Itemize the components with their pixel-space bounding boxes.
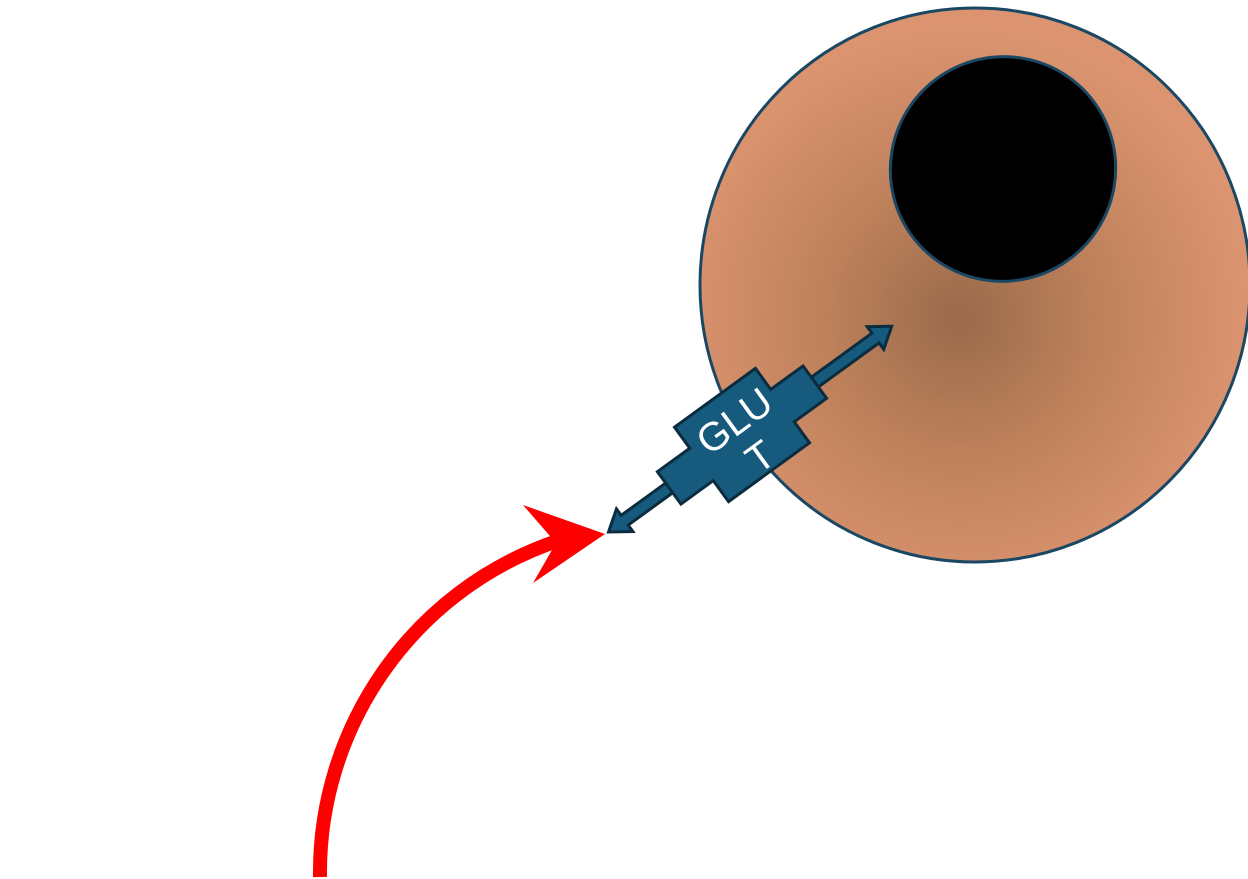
curved-arrow-icon [320, 505, 605, 877]
